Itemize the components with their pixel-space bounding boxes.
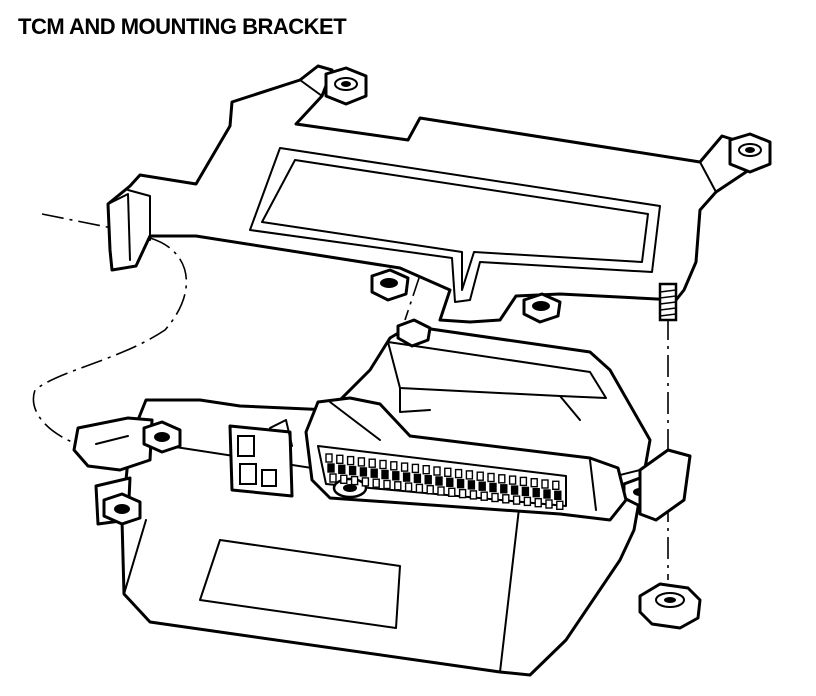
connector-pin: [422, 465, 430, 475]
connector-pin: [552, 480, 560, 490]
connector-pin: [519, 476, 528, 487]
connector-pin: [510, 485, 519, 495]
connector-pin: [502, 494, 510, 504]
connector-pin: [487, 472, 495, 483]
connector-pin: [325, 453, 333, 463]
connector-pin: [350, 475, 359, 486]
mounting-bracket: [106, 64, 762, 324]
connector-pin: [381, 469, 389, 480]
connector-pin: [404, 482, 413, 492]
connector-pin: [338, 464, 346, 474]
connector-pin: [411, 463, 420, 474]
connector-pin: [458, 488, 467, 499]
connector-pin: [370, 468, 378, 478]
bracket-nut-right: [728, 132, 772, 174]
connector-pin: [446, 477, 454, 487]
leader-lines: [32, 213, 669, 580]
connector-pin: [465, 470, 474, 480]
module-nut-top: [396, 318, 432, 348]
connector-pin: [394, 481, 402, 491]
tcm-connector: [304, 396, 628, 522]
aux-connector: [228, 419, 294, 498]
connector-pin: [390, 461, 398, 471]
connector-pin: [469, 490, 478, 500]
bracket-nut-top: [324, 66, 368, 106]
connector-pin: [532, 488, 540, 498]
connector-pin: [467, 480, 476, 490]
connector-pin: [448, 487, 456, 497]
connector-pin: [512, 495, 521, 505]
connector-pin: [508, 475, 517, 485]
connector-pin: [415, 483, 424, 494]
connector-pin: [359, 467, 368, 477]
connector-pin: [329, 473, 337, 483]
connector-pin: [543, 489, 551, 499]
connector-pin: [437, 486, 445, 496]
connector-pin: [435, 476, 443, 486]
connector-pin: [433, 466, 441, 476]
connector-pin: [500, 484, 508, 494]
connector-pin: [498, 474, 506, 484]
bracket-nut-under-left: [370, 268, 410, 302]
connector-pin: [476, 471, 484, 481]
connector-pin: [521, 486, 530, 497]
connector-pin: [413, 473, 422, 484]
connector-pin: [336, 454, 344, 464]
connector-pin: [456, 478, 465, 489]
connector-pin: [556, 500, 564, 510]
connector-pin: [444, 467, 452, 477]
connector-pin: [372, 478, 380, 488]
connector-pin: [541, 479, 549, 489]
connector-pin: [379, 459, 387, 470]
connector-pin: [491, 492, 499, 503]
connector-pin: [489, 482, 497, 493]
bracket-nut-under-right: [522, 292, 562, 324]
threaded-stud: [658, 282, 678, 322]
connector-pin: [554, 490, 562, 500]
connector-pin: [361, 477, 370, 487]
module-nut-left-top: [142, 420, 182, 454]
connector-pin: [340, 474, 348, 484]
module-nut-left-bottom: [102, 492, 142, 526]
connector-pin: [402, 472, 411, 482]
connector-pin: [357, 457, 366, 467]
connector-pin: [478, 481, 486, 491]
connector-pin: [424, 475, 432, 485]
connector-pin: [545, 499, 553, 509]
connector-pins: [325, 453, 564, 510]
connector-pin: [346, 455, 355, 466]
connector-pin: [480, 491, 488, 501]
right-mounting-tab: [638, 448, 692, 522]
connector-pin: [454, 468, 463, 479]
connector-pin: [523, 496, 532, 507]
connector-pin: [348, 465, 357, 476]
connector-pin: [530, 478, 538, 488]
connector-pin: [400, 462, 409, 472]
connector-pin: [426, 485, 434, 495]
diagram-title: TCM AND MOUNTING BRACKET: [18, 14, 347, 39]
connector-pin: [392, 471, 400, 481]
connector-pin: [383, 479, 391, 490]
loose-flange-nut: [638, 582, 702, 630]
connector-pin: [368, 458, 376, 468]
connector-pin: [534, 498, 542, 508]
connector-pin: [327, 463, 335, 473]
